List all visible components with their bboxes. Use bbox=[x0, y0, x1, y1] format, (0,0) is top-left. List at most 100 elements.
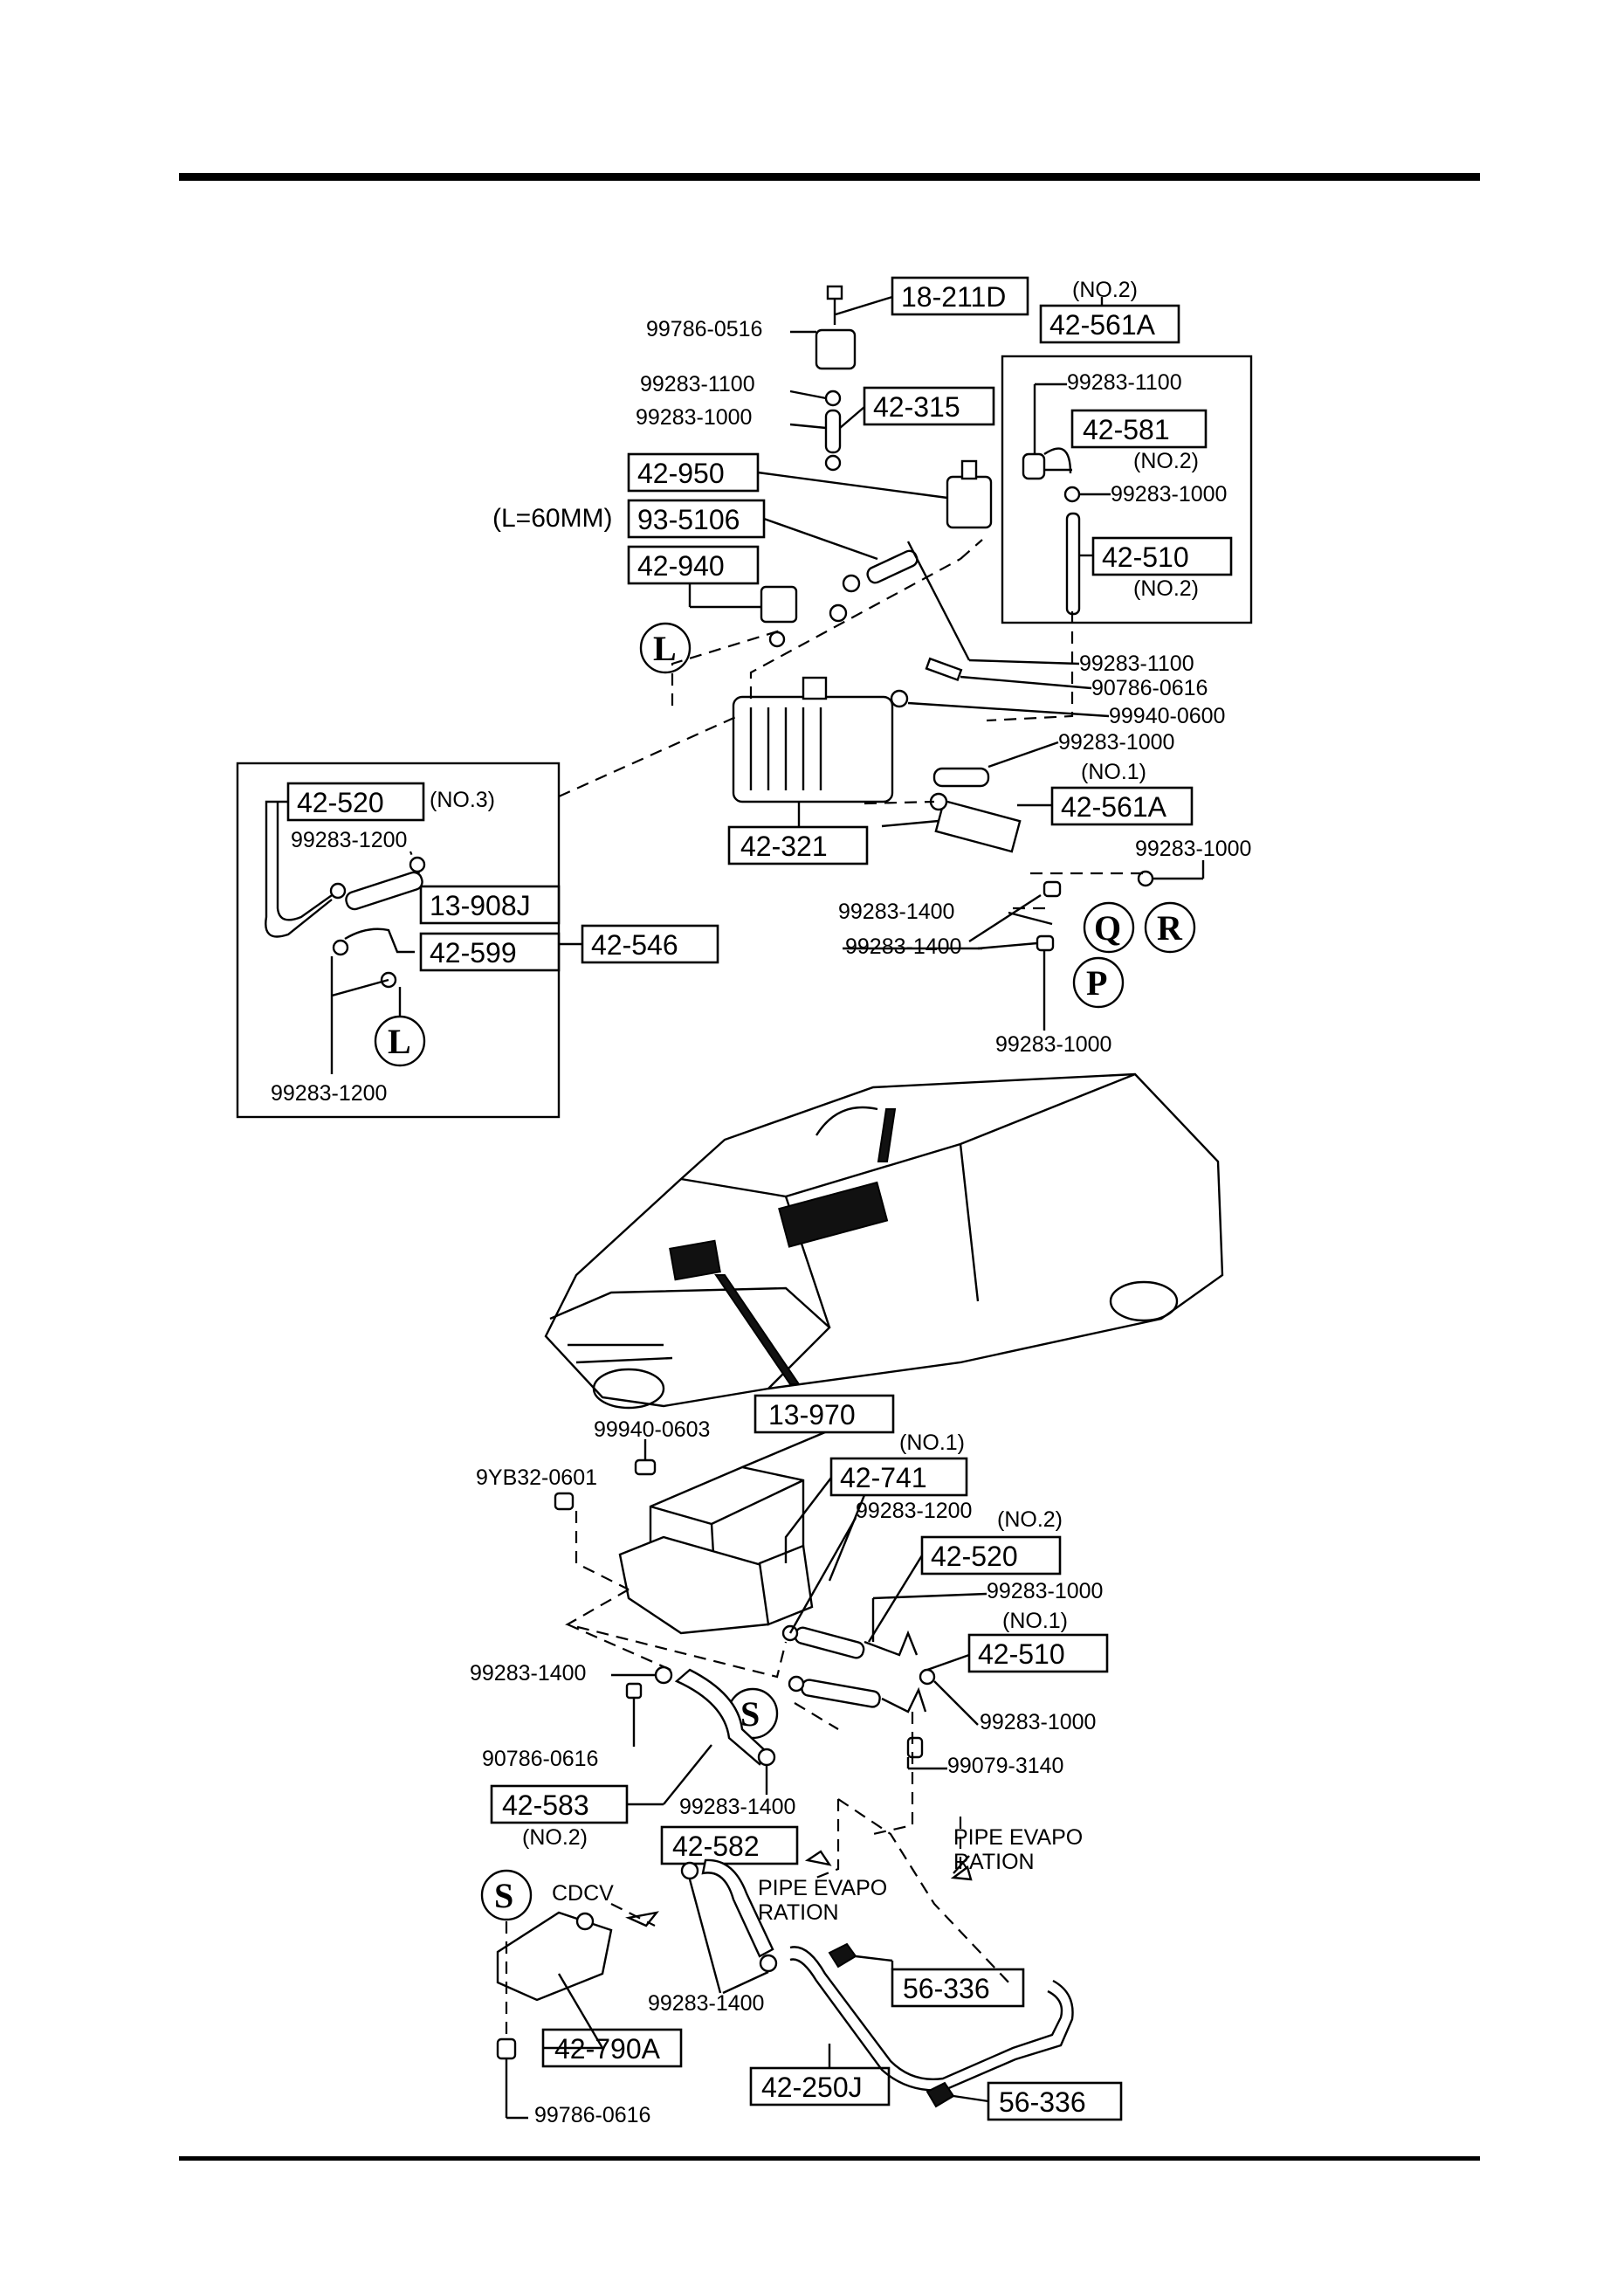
callout-99283-1000-d: 99283-1000 bbox=[1135, 837, 1251, 861]
callout-99283-1400-c: 99283-1400 bbox=[470, 1661, 586, 1686]
part-box-13-908J: 13-908J bbox=[419, 885, 561, 925]
callout-99283-1000-g: 99283-1000 bbox=[980, 1710, 1096, 1734]
callout-99283-1200-b: 99283-1200 bbox=[271, 1081, 387, 1106]
part-box-42-546: 42-546 bbox=[581, 924, 719, 964]
inset-frame-42-561A-no2 bbox=[1001, 355, 1253, 624]
length-note: (L=60MM) bbox=[492, 504, 613, 533]
part-box-42-520-no3: 42-520 bbox=[286, 782, 425, 822]
svg-text:18-211D: 18-211D bbox=[901, 281, 1006, 313]
svg-text:42-581: 42-581 bbox=[1083, 414, 1170, 445]
part-box-42-321: 42-321 bbox=[727, 825, 869, 865]
svg-text:42-510: 42-510 bbox=[978, 1638, 1065, 1670]
callout-99283-1100-c: 99283-1100 bbox=[1079, 652, 1194, 676]
svg-text:Q: Q bbox=[1094, 908, 1121, 948]
part-box-13-970: 13-970 bbox=[754, 1394, 895, 1434]
qualifier-no1-510: (NO.1) bbox=[1002, 1609, 1068, 1633]
svg-text:42-321: 42-321 bbox=[740, 831, 828, 862]
qualifier-no1-561: (NO.1) bbox=[1081, 760, 1146, 784]
part-box-42-741: 42-741 bbox=[829, 1457, 968, 1497]
part-box-56-336-a: 56-336 bbox=[891, 1968, 1025, 2008]
callout-99283-1000-b: 99283-1000 bbox=[1111, 482, 1227, 507]
callout-90786-0616-b: 90786-0616 bbox=[482, 1747, 598, 1771]
svg-text:R: R bbox=[1157, 908, 1183, 948]
part-box-42-599: 42-599 bbox=[419, 932, 561, 972]
bottom-rule bbox=[179, 2156, 1480, 2161]
svg-text:L: L bbox=[653, 629, 677, 668]
qualifier-no2-520: (NO.2) bbox=[997, 1507, 1063, 1532]
svg-text:42-582: 42-582 bbox=[672, 1831, 760, 1862]
callout-9YB32-0601: 9YB32-0601 bbox=[476, 1465, 597, 1490]
callout-99283-1000-f: 99283-1000 bbox=[987, 1579, 1103, 1603]
note-pipe-evapo-2-line1: PIPE EVAPO bbox=[953, 1825, 1083, 1850]
callout-99283-1200-a: 99283-1200 bbox=[291, 828, 407, 852]
part-box-56-336-b: 56-336 bbox=[987, 2081, 1123, 2121]
qualifier-no2-583: (NO.2) bbox=[522, 1825, 588, 1850]
vehicle-silhouette bbox=[544, 1072, 1224, 1410]
callout-99283-1100-b: 99283-1100 bbox=[1067, 370, 1182, 395]
qualifier-no2-top: (NO.2) bbox=[1072, 278, 1138, 302]
part-box-18-211D: 18-211D bbox=[891, 276, 1029, 316]
svg-text:93-5106: 93-5106 bbox=[637, 504, 740, 535]
callout-99283-1400-e: 99283-1400 bbox=[648, 1991, 764, 2016]
note-pipe-evapo-1-line1: PIPE EVAPO bbox=[758, 1876, 887, 1900]
svg-text:42-561A: 42-561A bbox=[1049, 309, 1156, 341]
note-pipe-evapo-1-line2: RATION bbox=[758, 1900, 839, 1925]
circle-ref-Q: Q bbox=[1083, 901, 1135, 954]
svg-text:42-520: 42-520 bbox=[297, 787, 384, 818]
part-box-42-520-no2: 42-520 bbox=[920, 1535, 1062, 1575]
callout-99079-3140: 99079-3140 bbox=[947, 1754, 1063, 1778]
callout-99940-0600: 99940-0600 bbox=[1109, 704, 1225, 728]
qualifier-no1-741: (NO.1) bbox=[899, 1431, 965, 1455]
svg-text:42-510: 42-510 bbox=[1102, 541, 1189, 573]
svg-text:42-950: 42-950 bbox=[637, 458, 725, 489]
svg-text:42-599: 42-599 bbox=[430, 937, 517, 969]
top-rule bbox=[179, 173, 1480, 181]
upper-assembly-drawing bbox=[265, 285, 1205, 1074]
part-box-42-950: 42-950 bbox=[627, 452, 760, 493]
callout-90786-0616-a: 90786-0616 bbox=[1091, 676, 1208, 700]
svg-text:13-970: 13-970 bbox=[768, 1399, 856, 1431]
qualifier-no2-510: (NO.2) bbox=[1133, 576, 1199, 601]
note-cdcv: CDCV bbox=[552, 1881, 614, 1906]
part-box-42-561A-no2: 42-561A bbox=[1039, 304, 1180, 344]
part-box-42-315: 42-315 bbox=[863, 386, 995, 426]
qualifier-no3-520: (NO.3) bbox=[430, 788, 495, 812]
circle-ref-P: P bbox=[1072, 956, 1125, 1009]
callout-99786-0516: 99786-0516 bbox=[646, 317, 762, 341]
callout-99283-1000-c: 99283-1000 bbox=[1058, 730, 1174, 755]
part-box-42-510-no2: 42-510 bbox=[1091, 536, 1233, 576]
part-box-93-5106: 93-5106 bbox=[627, 499, 766, 539]
svg-text:42-315: 42-315 bbox=[873, 391, 960, 423]
circle-ref-L-top: L bbox=[639, 622, 692, 674]
part-box-42-561A-no1: 42-561A bbox=[1050, 786, 1194, 826]
callout-99283-1400-b: 99283-1400 bbox=[845, 934, 961, 959]
circle-ref-S-low: S bbox=[480, 1869, 533, 1921]
part-box-42-250J: 42-250J bbox=[749, 2066, 891, 2106]
callout-99283-1100-a: 99283-1100 bbox=[640, 372, 755, 396]
leader-lines bbox=[790, 297, 1111, 950]
circle-ref-R: R bbox=[1144, 901, 1196, 954]
svg-text:42-546: 42-546 bbox=[591, 929, 678, 961]
svg-text:S: S bbox=[740, 1694, 760, 1734]
part-box-42-583: 42-583 bbox=[490, 1784, 629, 1824]
svg-text:42-561A: 42-561A bbox=[1061, 791, 1167, 823]
svg-text:56-336: 56-336 bbox=[999, 2086, 1086, 2118]
callout-99283-1400-d: 99283-1400 bbox=[679, 1795, 795, 1819]
note-pipe-evapo-2-line2: RATION bbox=[953, 1850, 1035, 1874]
svg-text:42-940: 42-940 bbox=[637, 550, 725, 582]
svg-text:L: L bbox=[388, 1022, 411, 1061]
part-box-42-582: 42-582 bbox=[660, 1825, 799, 1865]
part-box-42-510-no1: 42-510 bbox=[967, 1633, 1109, 1673]
lower-assembly-drawing bbox=[496, 1431, 1074, 2120]
svg-text:42-741: 42-741 bbox=[840, 1462, 927, 1493]
svg-text:13-908J: 13-908J bbox=[430, 890, 531, 921]
svg-text:S: S bbox=[494, 1876, 513, 1915]
part-box-42-581: 42-581 bbox=[1070, 409, 1208, 449]
callout-99283-1000-e: 99283-1000 bbox=[995, 1032, 1111, 1057]
callout-99283-1200-c: 99283-1200 bbox=[856, 1499, 972, 1523]
svg-text:42-250J: 42-250J bbox=[761, 2072, 863, 2103]
part-box-42-940: 42-940 bbox=[627, 545, 760, 585]
circle-ref-L-inset: L bbox=[374, 1015, 426, 1067]
qualifier-no2-581: (NO.2) bbox=[1133, 449, 1199, 473]
